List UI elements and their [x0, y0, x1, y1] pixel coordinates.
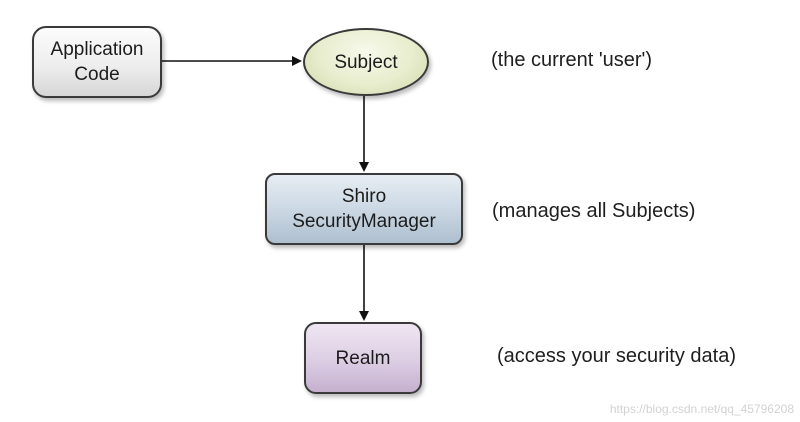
- application-code-line1: Application: [50, 39, 144, 60]
- realm-annotation: (access your security data): [497, 345, 736, 367]
- security-manager-node: Shiro SecurityManager: [265, 173, 463, 245]
- realm-node: Realm: [304, 322, 422, 394]
- subject-annotation: (the current 'user'): [491, 49, 653, 71]
- application-code-line2: Code: [74, 64, 120, 85]
- security-manager-line1: Shiro: [341, 186, 387, 207]
- realm-label: Realm: [335, 347, 391, 369]
- application-code-node: Application Code: [32, 26, 162, 98]
- subject-label: Subject: [334, 51, 398, 73]
- security-manager-line2: SecurityManager: [292, 211, 436, 232]
- subject-node: Subject: [303, 28, 429, 96]
- security-manager-annotation: (manages all Subjects): [492, 200, 696, 222]
- watermark: https://blog.csdn.net/qq_45796208: [609, 402, 794, 416]
